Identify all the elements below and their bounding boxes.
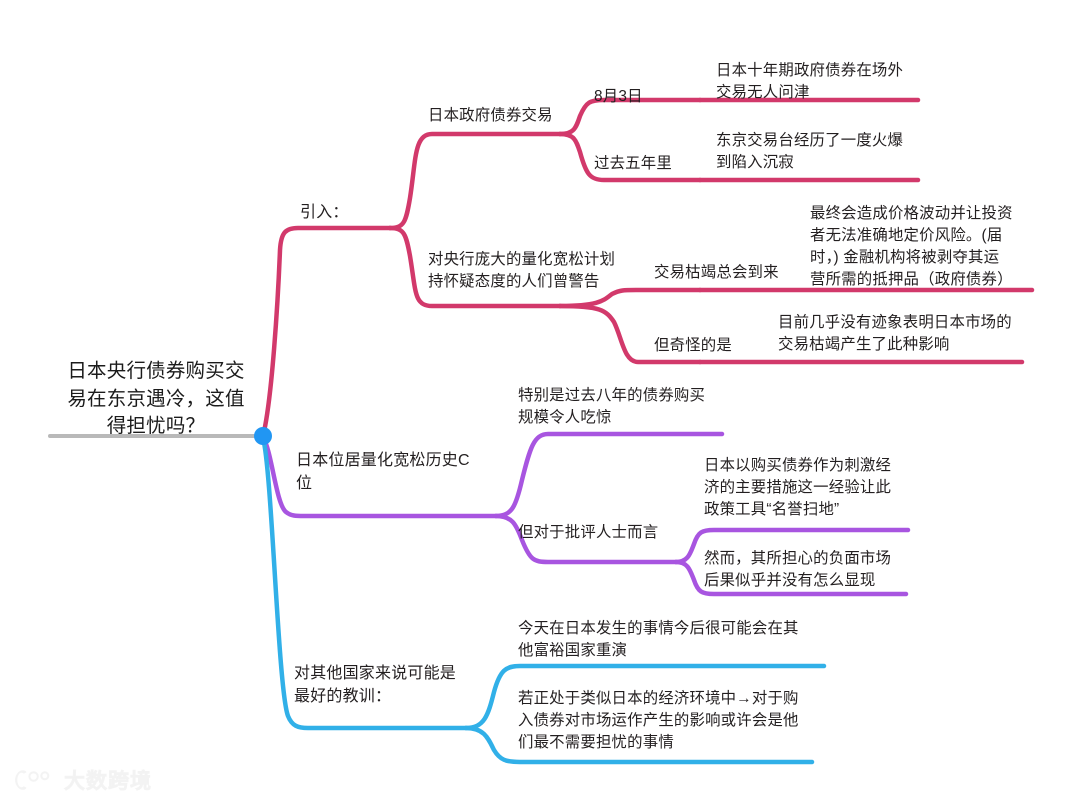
watermark: 大数跨境 [14, 765, 152, 795]
node-but-strangely[interactable]: 但奇怪的是 [654, 337, 732, 354]
root-node[interactable]: 日本央行债券购买交 易在东京遇冷，这值 得担忧吗？ [67, 360, 245, 438]
watermark-text: 大数跨境 [64, 770, 152, 794]
leaf-repeat-in-rich-countries[interactable]: 今天在日本发生的事情今后很可能会在其 他富裕国家重演 [518, 620, 799, 659]
node-aug-3[interactable]: 8月3日 [594, 88, 643, 105]
leaf-no-evidence[interactable]: 目前几乎没有迹象表明日本市场的 交易枯竭产生了此种影响 [778, 314, 1012, 353]
leaf-jgb-no-trades[interactable]: 日本十年期政府债券在场外 交易无人问津 [716, 62, 904, 101]
node-purchase-scale[interactable]: 特别是过去八年的债券购买 规模令人吃惊 [518, 387, 706, 426]
node-for-critics[interactable]: 但对于批评人士而言 [518, 524, 659, 541]
node-jgb-trading[interactable]: 日本政府债券交易 [428, 107, 553, 124]
node-liquidity-drought[interactable]: 交易枯竭总会到来 [654, 264, 779, 281]
leaf-least-worry[interactable]: 若正处于类似日本的经济环境中→对于购 入债券对市场运作产生的影响或许会是他 们最… [518, 690, 799, 751]
leaf-price-volatility[interactable]: 最终会造成价格波动并让投资 者无法准确地定价风险。(届 时，) 金融机构将被剥夺… [810, 205, 1013, 288]
dashu-logo [15, 770, 50, 790]
node-qe-history-c-position[interactable]: 日本位居量化宽松历史C 位 [296, 452, 470, 492]
node-lesson-other-countries[interactable]: 对其他国家来说可能是 最好的教训： [294, 665, 457, 705]
node-intro[interactable]: 引入： [300, 204, 349, 221]
leaf-tokyo-desk-quiet-text[interactable]: 东京交易台经历了一度火爆 到陷入沉寂 [716, 132, 904, 171]
node-past-five-years[interactable]: 过去五年里 [594, 155, 672, 172]
link-history-to-scale [493, 431, 725, 519]
link-root-to-intro [260, 225, 393, 439]
node-qe-skeptics[interactable]: 对央行庞大的量化宽松计划 持怀疑态度的人们曾警告 [428, 251, 616, 290]
leaf-policy-discredited[interactable]: 日本以购买债券作为刺激经 济的主要措施这一经验让此 政策工具“名誉扫地” [704, 457, 892, 518]
leaf-negative-consequences[interactable]: 然而，其所担心的负面市场 后果似乎并没有怎么显现 [704, 550, 892, 589]
